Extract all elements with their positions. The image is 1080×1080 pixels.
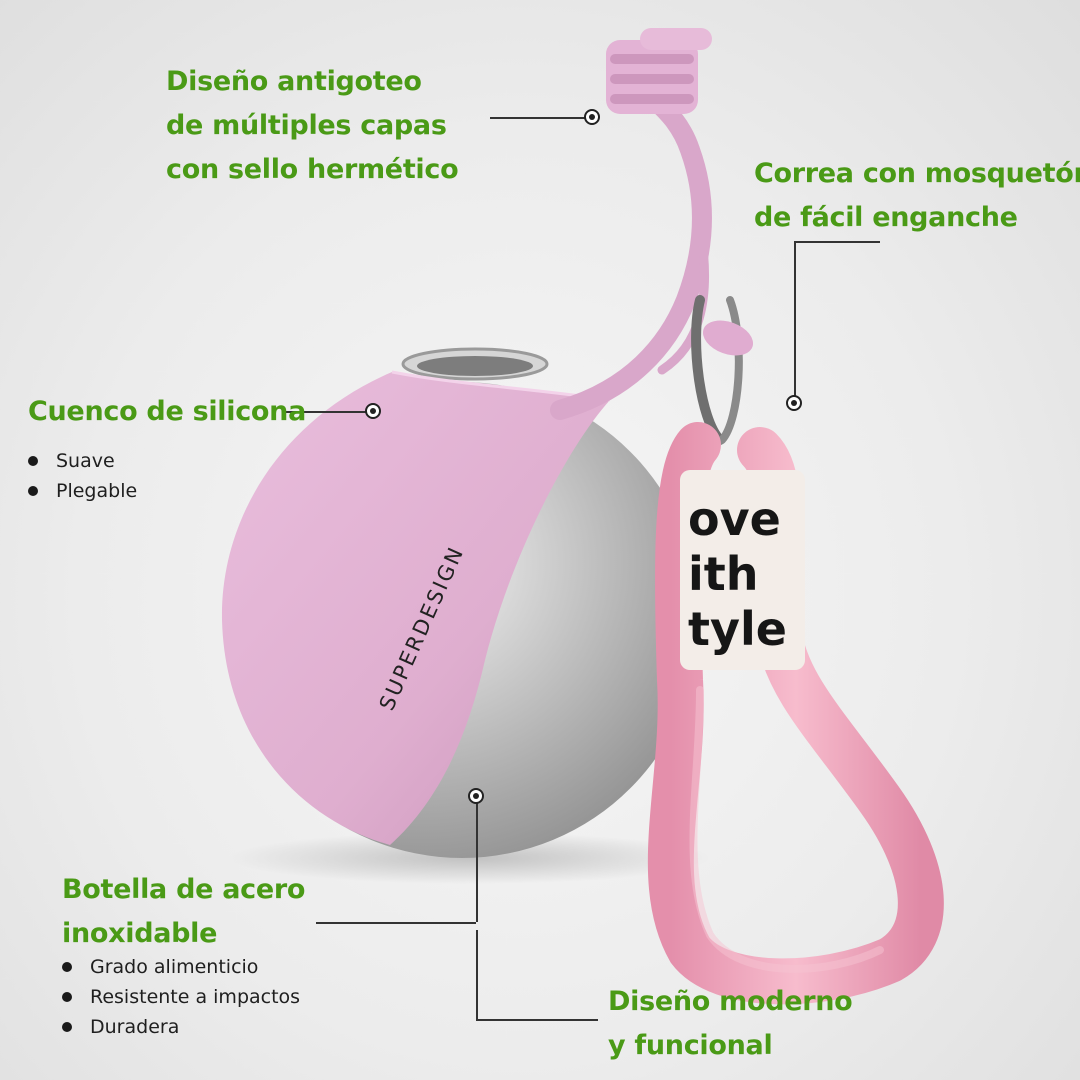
callout-botella-line-2: inoxidable (62, 918, 218, 949)
carabiner (691, 295, 754, 445)
callout-antigoteo-title: Diseño antigoteo de múltiples capas con … (166, 60, 459, 192)
leader-antigoteo (490, 117, 588, 119)
callout-moderno-line-2: y funcional (608, 1030, 773, 1061)
callout-antigoteo-line-1: Diseño antigoteo (166, 66, 422, 97)
leader-correa-vertical (794, 241, 796, 397)
callout-botella-bullets: Grado alimenticio Resistente a impactos … (60, 952, 300, 1042)
callout-botella-title: Botella de acero inoxidable (62, 868, 305, 956)
lid-tether (550, 85, 712, 420)
callout-correa-line-2: de fácil enganche (754, 202, 1018, 233)
bullet-item: Resistente a impactos (60, 982, 300, 1012)
bullet-item: Grado alimenticio (60, 952, 300, 982)
strap-tag-line-1: ove (688, 492, 781, 546)
callout-marker-icon (584, 109, 600, 125)
callout-marker-icon (365, 403, 381, 419)
leader-correa-horizontal (794, 241, 880, 243)
leader-botella-vertical (476, 800, 478, 922)
bullet-item: Plegable (26, 476, 137, 506)
callout-moderno-title: Diseño moderno y funcional (608, 980, 853, 1068)
bullet-item: Suave (26, 446, 137, 476)
callout-cuenco-title: Cuenco de silicona (28, 390, 306, 434)
callout-antigoteo-line-3: con sello hermético (166, 154, 459, 185)
leader-moderno-vertical (476, 930, 478, 1020)
strap-tag-line-3: tyle (688, 602, 787, 656)
strap-tag-line-2: ith (688, 547, 759, 601)
callout-cuenco-line-1: Cuenco de silicona (28, 396, 306, 427)
callout-cuenco-bullets: Suave Plegable (26, 446, 137, 506)
callout-marker-icon (786, 395, 802, 411)
callout-moderno-line-1: Diseño moderno (608, 986, 853, 1017)
leader-cuenco (286, 411, 366, 413)
callout-correa-line-1: Correa con mosquetón (754, 158, 1080, 189)
leader-moderno-horizontal (476, 1019, 598, 1021)
callout-marker-icon (468, 788, 484, 804)
lid-plug (606, 28, 712, 114)
callout-correa-title: Correa con mosquetón de fácil enganche (754, 152, 1080, 240)
leader-botella-horizontal (316, 922, 476, 924)
strap-tag: ove ith tyle (680, 470, 805, 670)
floor-shadow (230, 832, 710, 884)
callout-antigoteo-line-2: de múltiples capas (166, 110, 447, 141)
callout-botella-line-1: Botella de acero (62, 874, 306, 905)
bullet-item: Duradera (60, 1012, 300, 1042)
